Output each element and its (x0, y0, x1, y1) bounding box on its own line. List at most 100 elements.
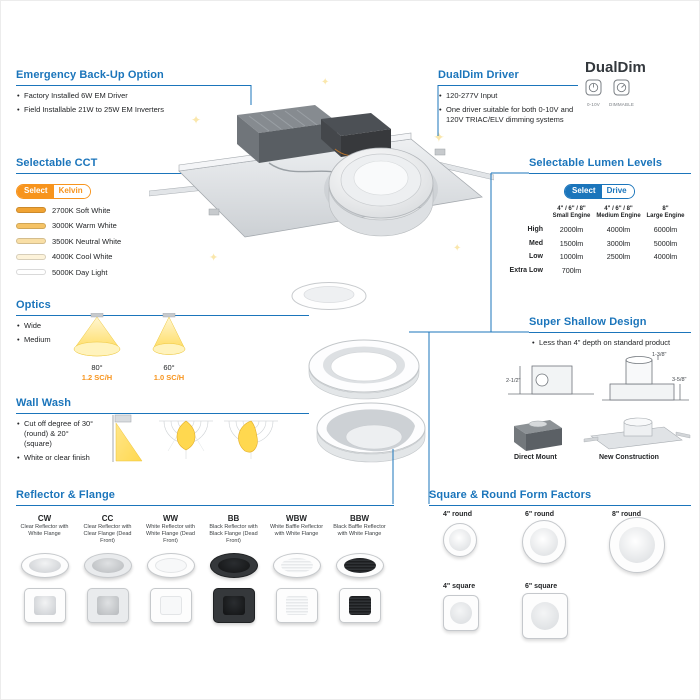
round-trim-image (209, 553, 258, 579)
cct-option: 3000K Warm White (16, 221, 251, 230)
round-trim-image (335, 553, 384, 579)
lumen-value: 5000lm (653, 238, 678, 248)
section-reflector-flange: Reflector & Flange CW Clear Reflector wi… (13, 489, 395, 624)
heading-rule (529, 332, 691, 334)
emergency-bullet-list: Factory Installed 6W EM Driver Field Ins… (16, 91, 251, 115)
reflector-desc: Clear Reflector with White Flange (20, 524, 69, 538)
bullet-item: Cut off degree of 30° (round) & 20° (squ… (16, 419, 98, 449)
form-factor-label: 6" square (525, 583, 558, 590)
lumen-value: 3000lm (606, 238, 631, 248)
dimmable-label: DIMMABLE (609, 102, 635, 107)
bullet-item: Factory Installed 6W EM Driver (16, 91, 251, 101)
beam-cone-medium-icon (152, 312, 186, 355)
photometric-plot-round-icon (159, 420, 213, 459)
cct-swatch (16, 269, 46, 276)
form-factor-label: 4" round (443, 511, 472, 518)
mount-caption-direct: Direct Mount (514, 454, 557, 461)
beam-wide: 80° 1.2 SC/H (66, 312, 128, 382)
lumen-value: 4000lm (653, 252, 678, 262)
section-title-shallow: Super Shallow Design (529, 316, 647, 328)
reflector-desc: Black Reflector with Black Flange (Dead … (209, 524, 258, 545)
lumen-value: 2500lm (606, 252, 631, 262)
mount-renders (514, 417, 691, 451)
cct-option: 4000K Cool White (16, 252, 251, 261)
reflector-code: BBW (349, 514, 370, 524)
section-title-dualdim: DualDim Driver (438, 69, 519, 81)
square-trim-image (212, 588, 255, 624)
reflector-options: CW Clear Reflector with White Flange CC … (13, 514, 395, 624)
section-wall-wash: Wall Wash Cut off degree of 30° (round) … (16, 397, 309, 482)
cct-swatch (16, 238, 46, 245)
mount-caption-new-construction: New Construction (599, 454, 659, 461)
lumen-value: 1500lm (559, 238, 584, 248)
form-factor-label: 6" round (525, 511, 554, 518)
square-trim-image (149, 588, 192, 624)
reflector-option-bbw: BBW Black Baffle Reflector with White Fl… (328, 514, 391, 624)
round-trim-ring-image (308, 339, 420, 400)
lumen-row-label: Med (529, 239, 543, 247)
sparkle-icon: ✦ (321, 77, 330, 88)
reflector-desc: White Reflector with White Flange (Dead … (146, 524, 195, 545)
section-title-cct: Selectable CCT (16, 157, 98, 169)
lumen-value: 700lm (561, 265, 582, 275)
heading-rule (16, 315, 309, 317)
beam-ratio: 1.0 SC/H (153, 373, 185, 382)
cct-option-list: 2700K Soft White 3000K Warm White 3500K … (16, 206, 251, 277)
dimension-label: 2-1/2" (506, 378, 521, 384)
section-title-lumens: Selectable Lumen Levels (529, 157, 663, 169)
round-trim-8in-image (609, 517, 665, 573)
section-optics: Optics Wide Medium 80° 1.2 SC/H 60° (16, 299, 309, 382)
reflector-option-wbw: WBW White Baffle Reflector with White Fl… (265, 514, 328, 624)
lumen-table: 4" / 6" / 8"Small Engine 4" / 6" / 8"Med… (506, 206, 691, 275)
form-factor-label: 8" round (612, 511, 641, 518)
round-trim-6in-image (522, 520, 566, 564)
cct-option: 5000K Day Light (16, 268, 251, 277)
cct-swatch (16, 253, 46, 260)
heading-rule (16, 505, 394, 507)
heading-rule (16, 173, 251, 175)
lumen-value: 1000lm (559, 252, 584, 262)
section-form-factors: Square & Round Form Factors 4" round 6" … (429, 489, 691, 659)
dualdim-logo: DualDim 0-10V DIMMABLE (585, 59, 695, 107)
section-title-emergency: Emergency Back-Up Option (16, 69, 164, 81)
photometric-plot-square-icon (224, 420, 278, 459)
dimension-label: 1-3/8" (652, 352, 667, 358)
sparkle-icon: ✦ (453, 243, 462, 254)
lumen-value: 2000lm (559, 225, 584, 235)
round-trim-image (83, 553, 132, 579)
cct-option: 3500K Neutral White (16, 237, 251, 246)
optics-bullet-list: Wide Medium (16, 321, 61, 345)
shallow-dimension-drawing: 2-1/2" 1-3/8" 3-5/8" (506, 352, 689, 401)
bullet-item: Wide (16, 321, 61, 331)
square-trim-image (23, 588, 66, 624)
bullet-item: Less than 4" depth on standard product (531, 338, 691, 348)
heading-rule (438, 85, 578, 87)
dimension-label: 3-5/8" (672, 377, 687, 383)
round-trim-image (146, 553, 195, 579)
heading-rule (529, 173, 691, 175)
beam-angle: 80° (91, 363, 103, 372)
cct-swatch (16, 222, 46, 229)
dim-0-10v-label: 0-10V (586, 102, 600, 107)
section-emergency-backup: Emergency Back-Up Option Factory Install… (16, 69, 251, 118)
product-render (149, 105, 494, 238)
square-trim-image (275, 588, 318, 624)
reflector-code: WW (162, 514, 179, 524)
section-title-formfactors: Square & Round Form Factors (429, 489, 592, 501)
bullet-item: Medium (16, 335, 61, 345)
square-trim-4in-image (443, 595, 479, 631)
cct-swatch (16, 207, 46, 214)
beam-medium: 60° 1.0 SC/H (138, 312, 200, 382)
dualdim-logo-icons: 0-10V DIMMABLE (585, 79, 695, 107)
section-title-reflector: Reflector & Flange (16, 489, 115, 501)
reflector-code: CC (101, 514, 114, 524)
lumen-row-label: Extra Low (509, 266, 543, 274)
reflector-desc: White Baffle Reflector with White Flange (269, 524, 324, 538)
lumen-col-header: 8"Large Engine (646, 205, 685, 220)
reflector-option-bb: BB Black Reflector with Black Flange (De… (202, 514, 265, 624)
reflector-option-cw: CW Clear Reflector with White Flange (13, 514, 76, 624)
